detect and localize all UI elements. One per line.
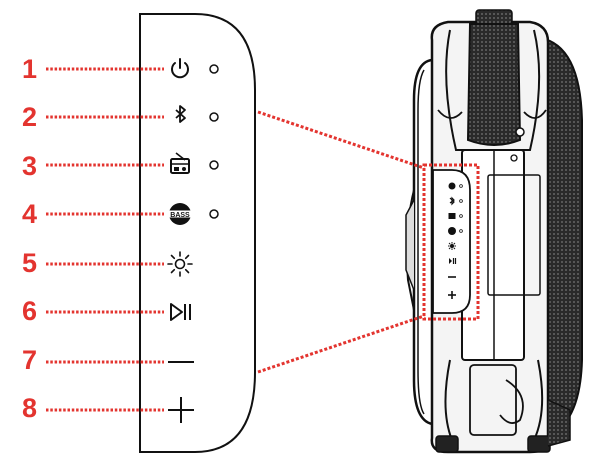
- label-number-7: 7: [22, 345, 37, 375]
- label-number-2: 2: [22, 102, 37, 132]
- mini-led-2: [459, 199, 463, 203]
- mini-led-3: [459, 214, 463, 218]
- plus-icon: [168, 397, 194, 423]
- mini-play-pause-icon: [449, 258, 457, 264]
- led-indicator-4: [209, 209, 219, 219]
- label-number-8: 8: [22, 393, 37, 423]
- bass-icon: BASS: [167, 203, 193, 225]
- bluetooth-icon: [175, 105, 186, 123]
- mini-led-4: [459, 229, 463, 233]
- callout-line-bottom: [257, 314, 425, 374]
- led-indicator-1: [209, 64, 219, 74]
- label-number-6: 6: [22, 296, 37, 326]
- led-indicator-3: [209, 160, 219, 170]
- light-icon: [167, 251, 193, 277]
- callout-box: [422, 163, 480, 321]
- mini-bluetooth-icon: [449, 196, 455, 206]
- label-number-1: 1: [22, 54, 37, 84]
- mini-plus-icon: [448, 291, 456, 299]
- play-pause-icon: [170, 303, 191, 321]
- power-icon: [171, 58, 189, 79]
- speaker-mini-panel: [432, 169, 471, 314]
- mini-bass-icon: [448, 227, 456, 235]
- callout-line-top: [257, 110, 425, 170]
- label-number-5: 5: [22, 248, 37, 278]
- mini-led-1: [459, 184, 463, 188]
- led-indicator-2: [209, 112, 219, 122]
- radio-icon: [170, 152, 190, 174]
- control-panel-outline: [139, 13, 256, 453]
- label-number-3: 3: [22, 151, 37, 181]
- bass-icon-text: BASS: [170, 212, 190, 219]
- label-number-4: 4: [22, 199, 37, 229]
- mini-radio-icon: [448, 213, 456, 219]
- mini-power-icon: [448, 182, 456, 190]
- mini-light-icon: [448, 242, 456, 250]
